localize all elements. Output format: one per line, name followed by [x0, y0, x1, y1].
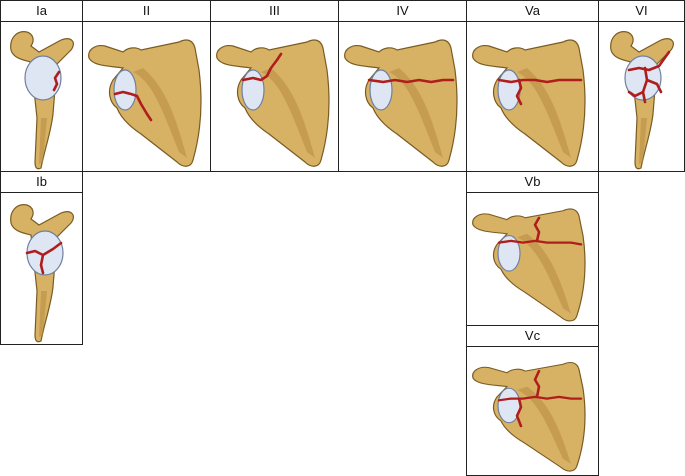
panel-vb: Vb — [466, 171, 599, 326]
panel-ia: Ia — [0, 0, 83, 172]
panel-label: Vb — [467, 172, 598, 193]
panel-iii: III — [210, 0, 339, 172]
panel-iv: IV — [338, 0, 467, 172]
scapula-posterior-illustration — [216, 39, 330, 167]
panel-label: Ib — [1, 172, 82, 193]
scapula-lateral-illustration — [10, 204, 74, 343]
panel-label: VI — [599, 1, 684, 22]
scapula-posterior-illustration — [344, 39, 458, 167]
panel-label: II — [83, 1, 210, 22]
scapula-posterior-illustration — [472, 39, 586, 167]
scapula-posterior-illustration — [472, 361, 586, 472]
panel-va: Va — [466, 0, 599, 172]
panel-vc: Vc — [466, 325, 599, 476]
scapula-posterior-illustration — [88, 39, 202, 167]
panel-label: IV — [339, 1, 466, 22]
panel-vi: VI — [598, 0, 685, 172]
panel-label: Vc — [467, 326, 598, 347]
scapula-lateral-illustration — [610, 31, 674, 170]
scapula-posterior-illustration — [472, 208, 586, 322]
panel-label: III — [211, 1, 338, 22]
panel-ib: Ib — [0, 171, 83, 345]
panel-label: Ia — [1, 1, 82, 22]
panel-label: Va — [467, 1, 598, 22]
scapula-lateral-illustration — [10, 31, 74, 170]
panel-ii: II — [82, 0, 211, 172]
